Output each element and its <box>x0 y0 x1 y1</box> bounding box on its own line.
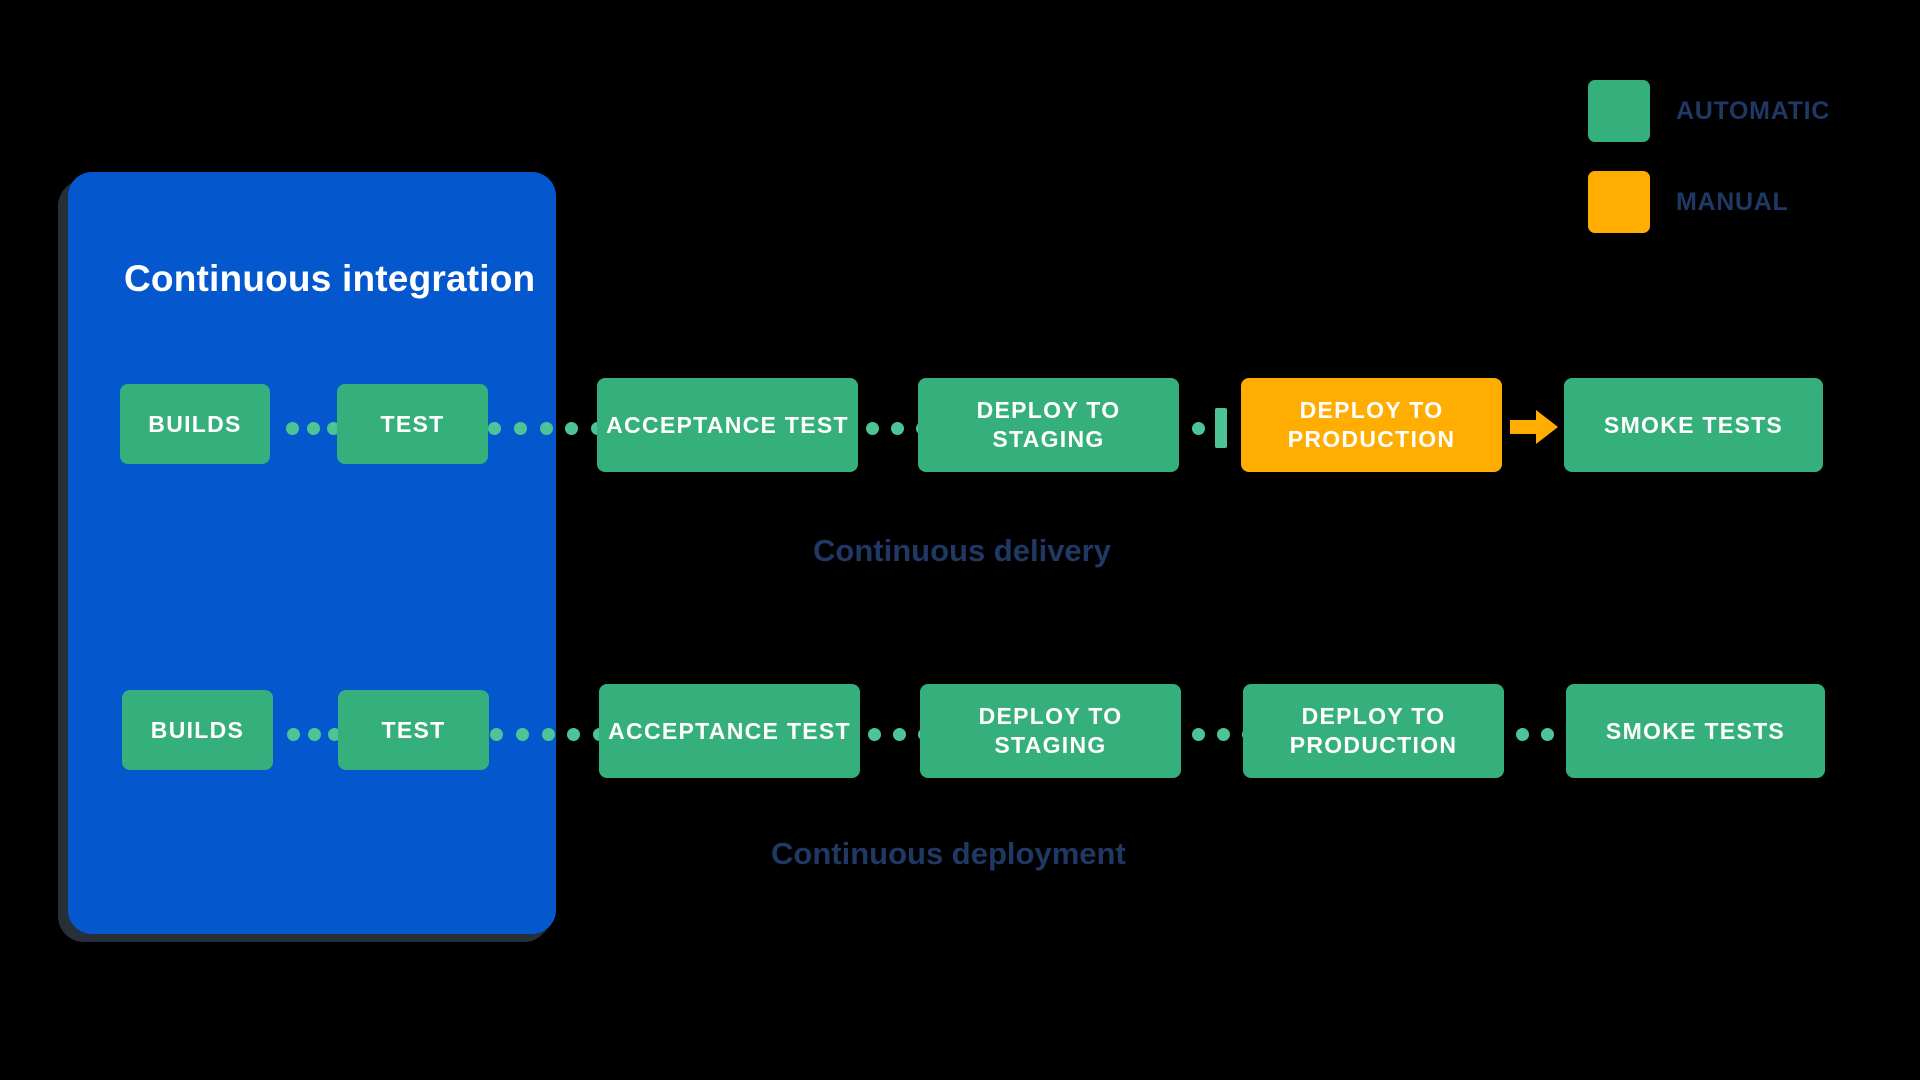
node-deploy-to-production-row2[interactable]: DEPLOY TO PRODUCTION <box>1243 684 1504 778</box>
node-deploy-to-staging-row1[interactable]: DEPLOY TO STAGING <box>918 378 1179 472</box>
caption-continuous-deployment: Continuous deployment <box>771 836 1126 871</box>
connector-dot <box>567 727 581 741</box>
connector-dot <box>306 421 320 435</box>
connector-dot <box>866 421 879 435</box>
connector-dot <box>893 727 906 741</box>
connector-dot <box>1516 727 1529 741</box>
connector-dot <box>513 421 527 435</box>
automatic-swatch <box>1588 80 1650 142</box>
manual-swatch <box>1588 171 1650 233</box>
connector-dot <box>565 421 579 435</box>
connector-dot <box>1192 727 1205 741</box>
legend-label-automatic: AUTOMATIC <box>1676 96 1830 125</box>
connector-production-smoke-row1 <box>1510 410 1558 444</box>
node-acceptance-test-row1[interactable]: ACCEPTANCE TEST <box>597 378 858 472</box>
connector-dot <box>891 421 904 435</box>
legend-item-automatic: AUTOMATIC <box>1588 80 1830 142</box>
arrow-head-icon <box>1536 410 1558 444</box>
connector-dot <box>868 727 881 741</box>
connector-dot <box>541 727 555 741</box>
caption-continuous-delivery: Continuous delivery <box>813 533 1111 568</box>
connector-dot <box>490 727 503 741</box>
node-builds-row2[interactable]: BUILDS <box>122 690 273 770</box>
connector-dot <box>1217 727 1230 741</box>
arrow-shaft <box>1510 420 1536 434</box>
node-test-row2[interactable]: TEST <box>338 690 489 770</box>
node-acceptance-test-row2[interactable]: ACCEPTANCE TEST <box>599 684 860 778</box>
node-test-row1[interactable]: TEST <box>337 384 488 464</box>
legend-item-manual: MANUAL <box>1588 171 1830 233</box>
legend: AUTOMATIC MANUAL <box>1588 80 1830 233</box>
connector-dot <box>286 421 299 435</box>
node-deploy-to-production-row1[interactable]: DEPLOY TO PRODUCTION <box>1241 378 1502 472</box>
node-builds-row1[interactable]: BUILDS <box>120 384 270 464</box>
node-deploy-to-staging-row2[interactable]: DEPLOY TO STAGING <box>920 684 1181 778</box>
manual-gate-marker <box>1215 408 1227 448</box>
connector-dot <box>307 727 321 741</box>
connector-dot <box>539 421 553 435</box>
connector-dot <box>1192 421 1205 435</box>
connector-dot <box>287 727 300 741</box>
connector-dot <box>488 421 501 435</box>
ci-panel <box>68 172 556 934</box>
connector-dot <box>515 727 529 741</box>
node-smoke-tests-row2[interactable]: SMOKE TESTS <box>1566 684 1825 778</box>
legend-label-manual: MANUAL <box>1676 187 1789 216</box>
node-smoke-tests-row1[interactable]: SMOKE TESTS <box>1564 378 1823 472</box>
ci-panel-title: Continuous integration <box>124 258 536 299</box>
connector-staging-production-row1 <box>1192 421 1205 435</box>
connector-dot <box>1541 727 1554 741</box>
